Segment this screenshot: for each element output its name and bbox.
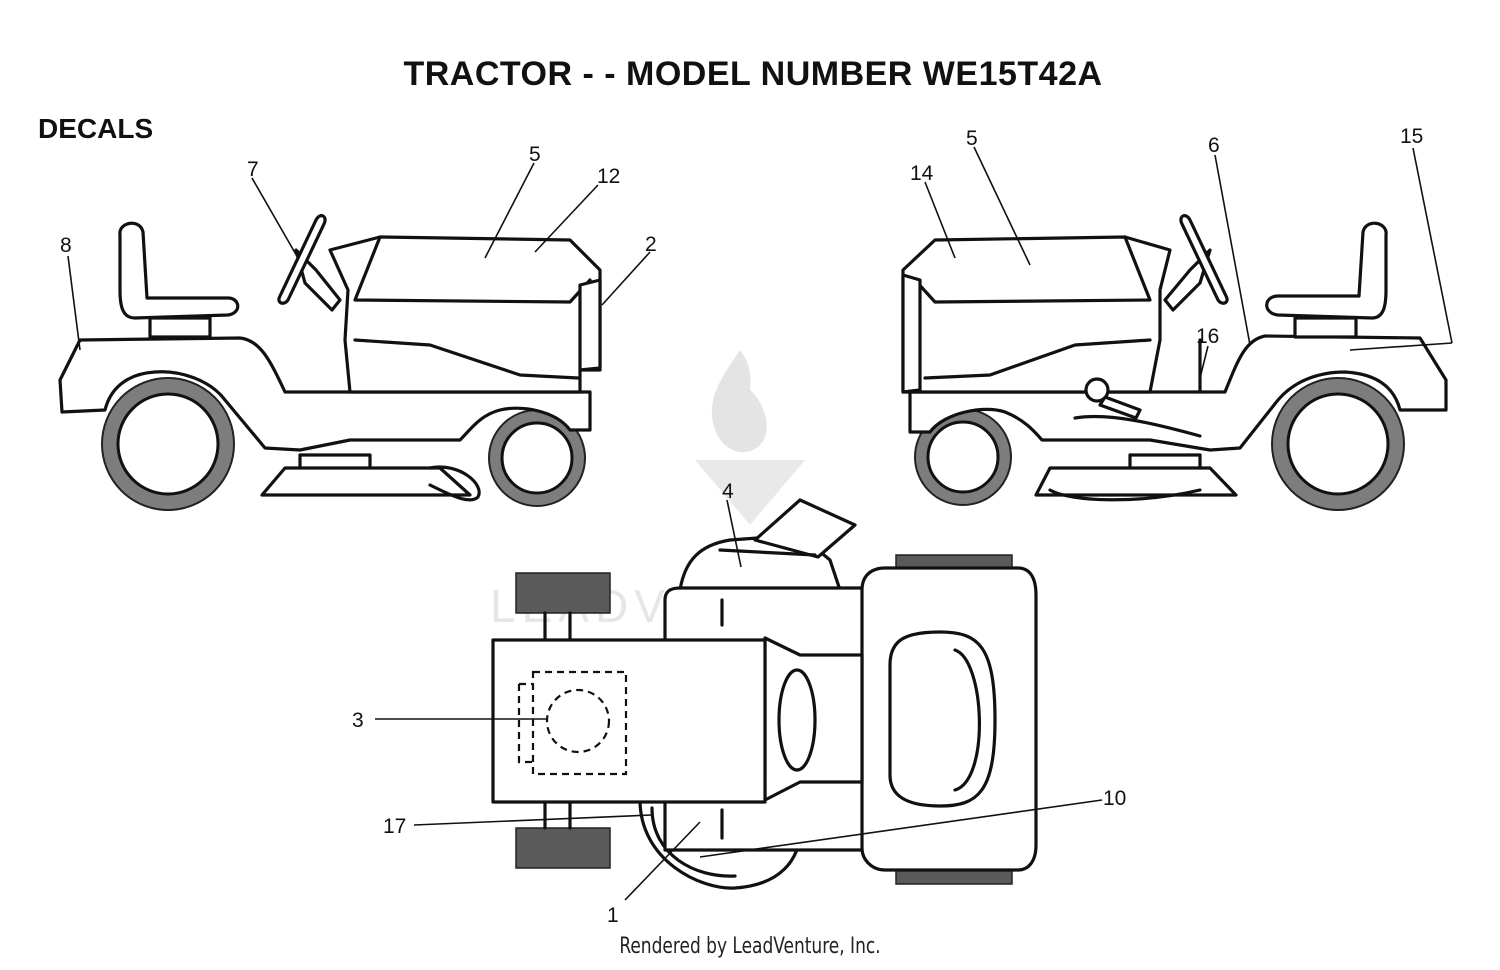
callout-7: 7 [247, 158, 259, 181]
diagram-title: TRACTOR - - MODEL NUMBER WE15T42A [403, 55, 1103, 93]
top-discharge-chute [753, 498, 857, 559]
callout-15: 15 [1400, 125, 1423, 148]
left-seat [118, 221, 240, 320]
lift-lever-knob [1084, 377, 1110, 403]
top-view [491, 498, 1038, 890]
right-hood [901, 235, 1172, 394]
right-steering-wheel [1179, 214, 1229, 305]
callout-10: 10 [1103, 787, 1126, 810]
callout-3: 3 [352, 709, 364, 732]
top-front-left-tire [515, 572, 611, 614]
top-steering-column [777, 668, 817, 772]
right-seat [1265, 221, 1388, 320]
callout-5-left: 5 [529, 143, 541, 166]
top-front-right-tire [515, 827, 611, 869]
callout-8: 8 [60, 234, 72, 257]
callout-16: 16 [1196, 325, 1219, 348]
callout-1: 1 [607, 904, 619, 927]
top-engine-outline [545, 688, 611, 754]
callout-4: 4 [722, 480, 734, 503]
callout-12: 12 [597, 165, 620, 188]
right-grille [901, 273, 922, 394]
top-seat [888, 630, 997, 808]
callout-labels: 7 8 5 12 2 14 5 6 15 16 4 3 17 10 1 [60, 125, 1423, 927]
left-side-view [58, 214, 602, 511]
callout-6: 6 [1208, 134, 1220, 157]
footer-credit: Rendered by LeadVenture, Inc. [619, 934, 881, 959]
callout-5-right: 5 [966, 127, 978, 150]
left-deck-chute [428, 465, 481, 502]
right-fender-body [908, 334, 1448, 452]
left-steering-wheel [277, 214, 327, 305]
right-mower-deck [1034, 466, 1238, 497]
left-fender-body [58, 336, 592, 452]
callout-14: 14 [910, 162, 934, 185]
section-label: DECALS [38, 113, 154, 144]
callout-17: 17 [383, 815, 406, 838]
leader-lines [67, 146, 1453, 901]
right-side-view [901, 214, 1448, 511]
left-grille [578, 278, 602, 372]
callout-2: 2 [645, 233, 657, 256]
